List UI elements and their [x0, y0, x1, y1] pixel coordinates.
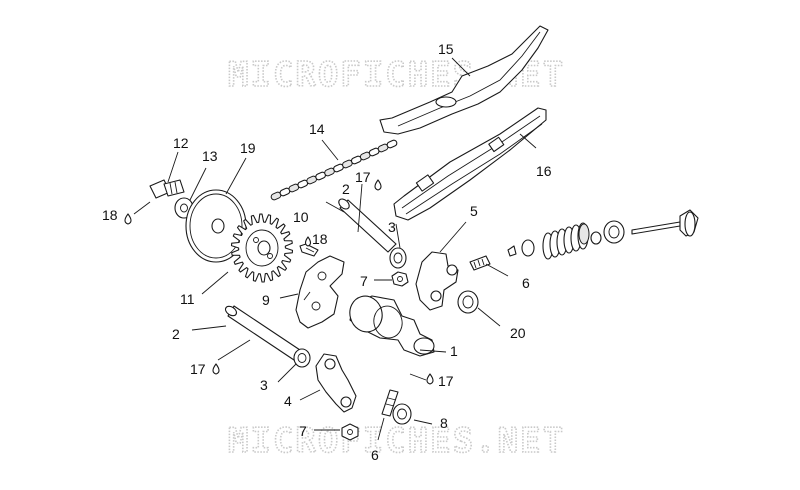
label-3-upper: 3	[388, 219, 396, 235]
decompressor-plate	[295, 255, 345, 329]
chain-guide-lower	[393, 107, 547, 221]
label-1: 1	[450, 343, 458, 359]
valve-assembly	[507, 209, 699, 260]
label-17-left: 17	[190, 361, 206, 377]
label-15: 15	[438, 41, 454, 57]
sprocket-bolt	[149, 179, 185, 199]
washer-3-upper	[389, 247, 407, 269]
washer-3-lower	[293, 348, 311, 368]
label-18-mid: 18	[312, 231, 328, 247]
camshaft-sprocket	[230, 213, 294, 283]
rocker-shaft-lower	[224, 305, 301, 361]
label-9: 9	[262, 292, 270, 308]
rocker-arm-lower	[315, 353, 357, 413]
label-17-top: 17	[355, 169, 371, 185]
label-6-upper: 6	[522, 275, 530, 291]
label-3-lower: 3	[260, 377, 268, 393]
label-4: 4	[284, 393, 292, 409]
label-19: 19	[240, 140, 256, 156]
label-2-upper: 2	[342, 181, 350, 197]
label-10: 10	[293, 209, 309, 225]
watermark-bottom: MICROFICHES.NET	[228, 421, 565, 461]
sprocket-plate	[185, 189, 247, 263]
part-labels: 15 14 16 12 13 19 18 17 2 10 3 18 5 6 7 …	[102, 41, 552, 463]
rocker-shaft-upper	[338, 198, 397, 253]
label-5: 5	[470, 203, 478, 219]
label-7-lower: 7	[299, 423, 307, 439]
label-17-right: 17	[438, 373, 454, 389]
washer-8	[392, 403, 412, 425]
lubricant-drops	[124, 179, 434, 385]
label-12: 12	[173, 135, 189, 151]
chain-guide-upper	[379, 25, 549, 135]
bolt-10	[299, 243, 319, 257]
label-16: 16	[536, 163, 552, 179]
label-14: 14	[309, 121, 325, 137]
label-11: 11	[180, 291, 195, 307]
rocker-arm-upper	[415, 251, 459, 311]
adjuster-screw-upper	[469, 255, 491, 271]
label-8: 8	[440, 415, 448, 431]
nut-7-upper	[391, 271, 409, 287]
washer-20	[457, 290, 479, 314]
label-7-upper: 7	[360, 273, 368, 289]
camshaft	[349, 295, 435, 357]
label-6-lower: 6	[371, 447, 379, 463]
adjuster-screw-lower	[381, 389, 399, 417]
label-2-lower: 2	[172, 326, 180, 342]
label-18-left: 18	[102, 207, 118, 223]
label-20: 20	[510, 325, 526, 341]
timing-chain	[270, 139, 398, 201]
nut-7-lower	[341, 423, 359, 441]
leader-lines	[133, 57, 537, 441]
label-13: 13	[202, 148, 218, 164]
